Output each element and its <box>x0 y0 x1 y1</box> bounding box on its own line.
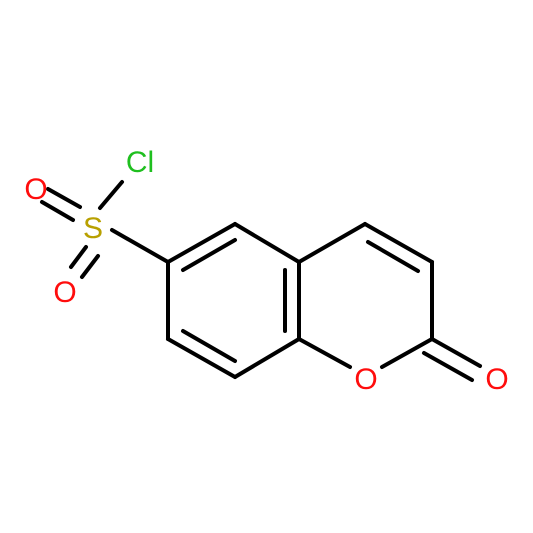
bond-s-o-bottom-1 <box>69 245 88 269</box>
atom-o-top-label: O <box>24 173 47 206</box>
bond-s-o-top-2 <box>40 200 75 222</box>
bond-c6-c7 <box>233 222 301 264</box>
atom-o-bottom-label: O <box>53 276 76 309</box>
bond-c3-c4-double <box>366 240 420 273</box>
bond-c5-c6 <box>166 222 237 264</box>
bond-c9-c10 <box>166 337 237 379</box>
bond-c4-c3 <box>363 222 434 264</box>
bonds <box>40 180 482 382</box>
bond-s-o-top-1 <box>46 187 82 209</box>
bond-c2-o-carbonyl-1 <box>430 337 482 368</box>
atom-s-label: S <box>83 212 103 245</box>
bond-c2-o-carbonyl-2 <box>422 351 474 382</box>
bond-c2-o1 <box>380 337 434 369</box>
bond-o1-c8 <box>297 337 352 369</box>
atom-labels: Cl S O O O O <box>24 146 508 396</box>
atom-o-carbonyl-label: O <box>485 363 508 396</box>
atom-o-ring-label: O <box>354 363 377 396</box>
bond-s-cl <box>98 180 124 210</box>
bond-c-s <box>110 228 170 264</box>
bond-c8-c9 <box>233 337 301 379</box>
bond-c7-c4 <box>297 222 367 264</box>
bond-s-o-bottom-2 <box>80 254 100 279</box>
bond-double-inner-3 <box>181 329 237 363</box>
atom-cl-label: Cl <box>126 146 154 179</box>
bond-double-inner-1 <box>181 238 237 272</box>
